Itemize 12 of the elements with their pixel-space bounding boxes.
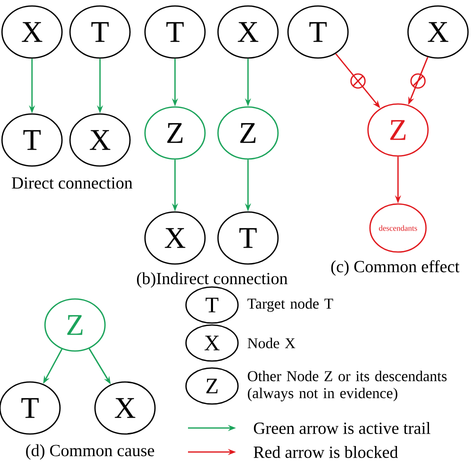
- caption: (b)Indirect connection: [137, 272, 288, 288]
- legend-node: Z: [185, 367, 239, 405]
- legend-text: Target node T: [247, 298, 334, 312]
- descendants-node: descendants: [369, 203, 427, 253]
- legend-node: X: [185, 324, 239, 362]
- legend-text: Green arrow is active trail: [254, 422, 430, 434]
- caption: (d) Common cause: [26, 444, 154, 460]
- legend-text: Node X: [248, 338, 296, 348]
- legend-node: T: [185, 286, 239, 324]
- legend-text: Red arrow is blocked: [254, 446, 398, 458]
- legend-text: Other Node Z or its descendants (always not in evidence): [248, 370, 447, 402]
- caption: Direct connection: [12, 177, 132, 189]
